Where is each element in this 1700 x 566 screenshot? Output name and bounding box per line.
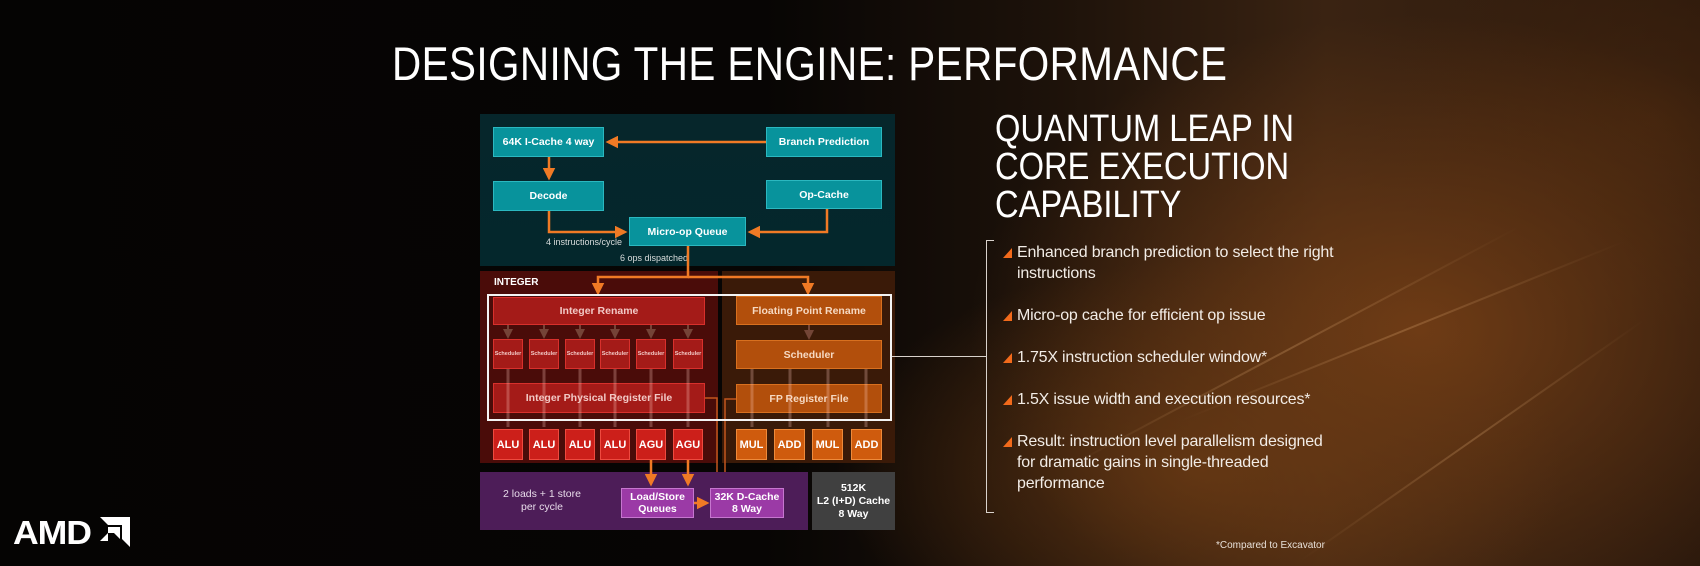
subheading: QUANTUM LEAP IN CORE EXECUTION CAPABILIT… bbox=[995, 110, 1294, 224]
bullet-item: Enhanced branch prediction to select the… bbox=[1003, 242, 1363, 284]
integer-scheduler-box: Scheduler bbox=[529, 339, 559, 369]
decode-box: Decode bbox=[493, 181, 604, 211]
add-unit: ADD bbox=[774, 429, 805, 460]
bullet-text: Enhanced branch prediction to select the… bbox=[1017, 244, 1334, 282]
bullet-item: Result: instruction level parallelism de… bbox=[1003, 431, 1323, 494]
integer-scheduler-box: Scheduler bbox=[493, 339, 523, 369]
slide-title: DESIGNING THE ENGINE: PERFORMANCE bbox=[392, 37, 1228, 90]
icache-box: 64K I-Cache 4 way bbox=[493, 127, 604, 157]
logo-text: AMD bbox=[13, 514, 92, 551]
l2-line2: L2 (I+D) Cache bbox=[816, 494, 891, 507]
triangle-bullet-icon bbox=[1003, 437, 1012, 447]
load-store-rate-line2: per cycle bbox=[520, 501, 563, 513]
triangle-bullet-icon bbox=[1003, 353, 1012, 363]
alu-unit: ALU bbox=[565, 429, 595, 460]
load-store-rate-label: 2 loads + 1 store per cycle bbox=[498, 488, 586, 514]
triangle-bullet-icon bbox=[1003, 311, 1012, 321]
dcache-line2: 8 Way bbox=[732, 503, 762, 515]
add-unit: ADD bbox=[851, 429, 882, 460]
fp-rename-box: Floating Point Rename bbox=[736, 296, 882, 325]
amd-arrow-icon bbox=[99, 517, 130, 552]
triangle-bullet-icon bbox=[1003, 395, 1012, 405]
subheading-line: QUANTUM LEAP IN bbox=[995, 108, 1295, 150]
dcache-line1: 32K D-Cache bbox=[714, 491, 780, 503]
dcache-box: 32K D-Cache 8 Way bbox=[710, 488, 784, 518]
integer-scheduler-box: Scheduler bbox=[636, 339, 666, 369]
load-store-queues-box: Load/Store Queues bbox=[621, 488, 694, 518]
bullet-item: Micro-op cache for efficient op issue bbox=[1003, 305, 1363, 326]
subheading-line: CAPABILITY bbox=[995, 184, 1182, 226]
subheading-line: CORE EXECUTION bbox=[995, 146, 1290, 188]
l2-line3: 8 Way bbox=[838, 507, 869, 520]
alu-unit: ALU bbox=[493, 429, 523, 460]
bullet-list: Enhanced branch prediction to select the… bbox=[1003, 242, 1363, 515]
agu-unit: AGU bbox=[673, 429, 703, 460]
l2-cache-box: 512K L2 (I+D) Cache 8 Way bbox=[812, 472, 895, 530]
load-store-queues-line2: Queues bbox=[638, 503, 677, 515]
load-store-rate-line1: 2 loads + 1 store bbox=[503, 488, 581, 500]
bullet-text: 1.5X issue width and execution resources… bbox=[1017, 391, 1311, 408]
branch-prediction-box: Branch Prediction bbox=[766, 127, 882, 157]
alu-unit: ALU bbox=[600, 429, 630, 460]
decode-rate-label: 4 instructions/cycle bbox=[546, 237, 623, 247]
amd-logo: AMD bbox=[13, 514, 130, 552]
bullet-text: Micro-op cache for efficient op issue bbox=[1017, 307, 1266, 324]
dispatch-rate-label: 6 ops dispatched bbox=[620, 253, 689, 263]
mul-unit: MUL bbox=[812, 429, 843, 460]
integer-rename-box: Integer Rename bbox=[493, 297, 705, 325]
integer-scheduler-box: Scheduler bbox=[600, 339, 630, 369]
triangle-bullet-icon bbox=[1003, 248, 1012, 258]
load-store-queues-line1: Load/Store bbox=[630, 491, 685, 503]
bullet-item: 1.5X issue width and execution resources… bbox=[1003, 389, 1363, 410]
micro-op-queue-box: Micro-op Queue bbox=[629, 217, 746, 246]
bullet-bracket bbox=[986, 240, 994, 513]
integer-label: INTEGER bbox=[494, 277, 539, 288]
mul-unit: MUL bbox=[736, 429, 767, 460]
scheduler-window-highlight bbox=[487, 294, 892, 421]
l2-line1: 512K bbox=[840, 481, 867, 494]
integer-scheduler-box: Scheduler bbox=[673, 339, 703, 369]
bullet-text: Result: instruction level parallelism de… bbox=[1017, 433, 1323, 492]
bullet-text: 1.75X instruction scheduler window* bbox=[1017, 349, 1268, 366]
footnote: *Compared to Excavator bbox=[1216, 540, 1325, 551]
bracket-connector-line bbox=[892, 356, 987, 357]
integer-register-file-box: Integer Physical Register File bbox=[493, 383, 705, 413]
integer-scheduler-box: Scheduler bbox=[565, 339, 595, 369]
fp-scheduler-box: Scheduler bbox=[736, 340, 882, 369]
fp-register-file-box: FP Register File bbox=[736, 384, 882, 413]
op-cache-box: Op-Cache bbox=[766, 180, 882, 209]
agu-unit: AGU bbox=[636, 429, 666, 460]
bullet-item: 1.75X instruction scheduler window* bbox=[1003, 347, 1363, 368]
alu-unit: ALU bbox=[529, 429, 559, 460]
